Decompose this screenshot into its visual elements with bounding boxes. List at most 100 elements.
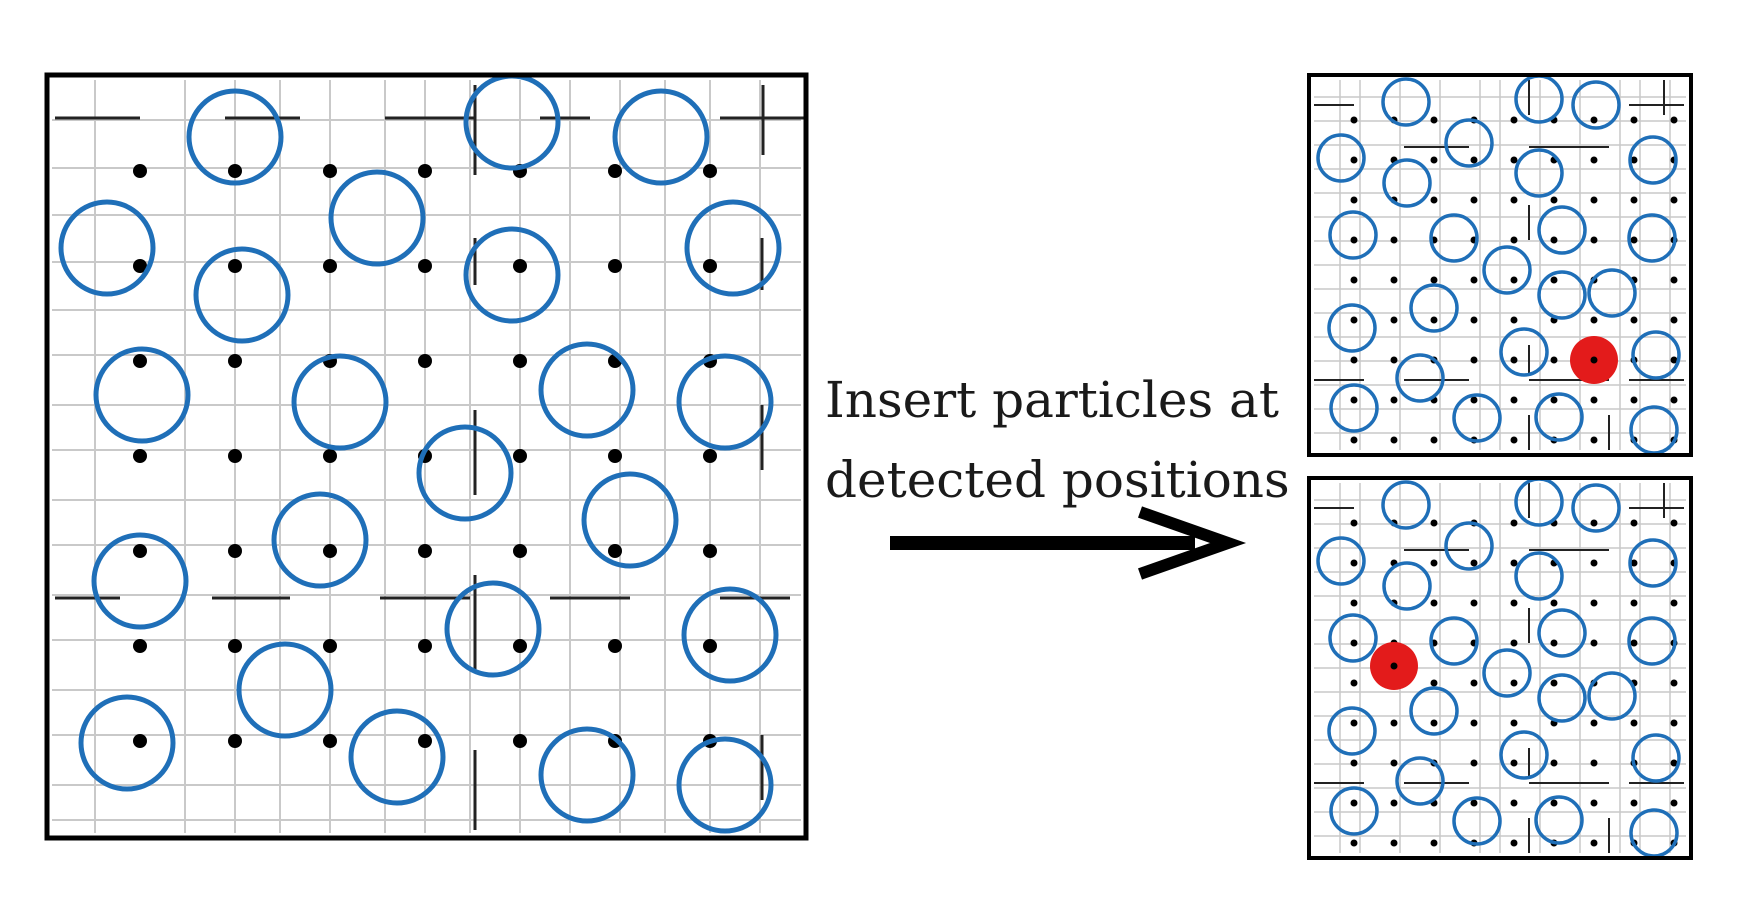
lattice-point — [1430, 156, 1438, 164]
lattice-point — [1510, 316, 1518, 324]
particle-ring — [1631, 330, 1681, 380]
lattice-point — [1350, 196, 1358, 204]
lattice-point — [1350, 316, 1358, 324]
lattice-point — [1430, 276, 1438, 284]
particle-ring — [1514, 477, 1564, 527]
particle-ring — [1628, 538, 1678, 588]
lattice-point — [1430, 316, 1438, 324]
lattice-point — [1590, 156, 1598, 164]
lattice-point — [1350, 679, 1358, 687]
lattice-point — [1590, 559, 1598, 567]
lattice-point — [228, 259, 242, 273]
lattice-point — [1350, 799, 1358, 807]
lattice-point — [1430, 599, 1438, 607]
lattice-point — [703, 449, 717, 463]
lattice-point — [1590, 436, 1598, 444]
inserted-particle-panel-top — [1307, 73, 1693, 457]
particle-ring — [1537, 673, 1587, 723]
lattice-point — [513, 259, 527, 273]
lattice-point — [1630, 719, 1638, 727]
lattice-point — [133, 259, 147, 273]
lattice-point — [1510, 276, 1518, 284]
particle-ring — [186, 88, 284, 186]
lattice-point — [133, 354, 147, 368]
lattice-point — [1550, 196, 1558, 204]
particle-ring — [538, 726, 636, 824]
particle-ring — [1571, 80, 1621, 130]
lattice-point — [1550, 759, 1558, 767]
lattice-point — [1630, 196, 1638, 204]
lattice-point — [1390, 839, 1398, 847]
lattice-point — [1510, 799, 1518, 807]
lattice-point — [703, 544, 717, 558]
lattice-point — [1470, 396, 1478, 404]
particle-rings — [1316, 477, 1681, 858]
lattice-point — [323, 639, 337, 653]
lattice-point — [1390, 799, 1398, 807]
lattice-point — [1350, 156, 1358, 164]
lattice-point — [133, 449, 147, 463]
lattice-point — [1390, 356, 1398, 364]
lattice-point — [1390, 719, 1398, 727]
lattice-point — [1350, 559, 1358, 567]
lattice-point — [1470, 599, 1478, 607]
lattice-point — [608, 544, 622, 558]
lattice-point — [1590, 839, 1598, 847]
lattice-point — [1510, 839, 1518, 847]
particle-ring — [1537, 608, 1587, 658]
lattice-point — [1550, 276, 1558, 284]
particle-ring — [1329, 786, 1379, 836]
lattice-point — [703, 164, 717, 178]
lattice-point — [1550, 236, 1558, 244]
lattice-point — [1590, 599, 1598, 607]
lattice-point — [1430, 196, 1438, 204]
lattice-point — [1670, 316, 1678, 324]
lattice-point — [1550, 679, 1558, 687]
particle-ring — [444, 580, 542, 678]
panel-frame — [1307, 476, 1693, 860]
particle-ring — [1482, 648, 1532, 698]
particle-ring — [1409, 686, 1459, 736]
lattice-point — [1670, 519, 1678, 527]
particle-ring — [1514, 148, 1564, 198]
particle-rings — [58, 73, 782, 834]
lattice-point — [418, 164, 432, 178]
lattice-point — [513, 544, 527, 558]
lattice-point — [323, 734, 337, 748]
particle-ring — [1452, 393, 1502, 443]
lattice-point — [1510, 679, 1518, 687]
lattice-point — [1590, 236, 1598, 244]
caption-line-2: detected positions — [825, 451, 1290, 509]
lattice-point — [133, 164, 147, 178]
particle-ring — [1537, 205, 1587, 255]
particle-ring — [1482, 245, 1532, 295]
lattice-point — [1630, 396, 1638, 404]
particle-ring — [91, 532, 189, 630]
lattice-point — [418, 544, 432, 558]
lattice-point — [1390, 662, 1398, 670]
lattice-point — [1390, 759, 1398, 767]
lattice-point — [1350, 116, 1358, 124]
lattice-point — [1470, 156, 1478, 164]
lattice-point — [1510, 396, 1518, 404]
lattice-point — [1470, 799, 1478, 807]
particle-ring — [236, 641, 334, 739]
lattice-points — [133, 164, 717, 748]
lattice-point — [228, 449, 242, 463]
lattice-point — [1350, 396, 1358, 404]
lattice-point — [133, 639, 147, 653]
particle-ring — [463, 226, 561, 324]
lattice-point — [1590, 719, 1598, 727]
particle-ring — [1316, 536, 1366, 586]
lattice-point — [1470, 759, 1478, 767]
lattice-point — [1590, 396, 1598, 404]
right-arrow-icon — [890, 506, 1247, 580]
lattice-point — [1510, 759, 1518, 767]
lattice-point — [703, 639, 717, 653]
lattice-point — [1670, 759, 1678, 767]
lattice-point — [418, 354, 432, 368]
particle-ring — [1409, 283, 1459, 333]
particle-ring — [1316, 133, 1366, 183]
lattice-point — [1350, 719, 1358, 727]
particle-ring — [1587, 268, 1637, 318]
